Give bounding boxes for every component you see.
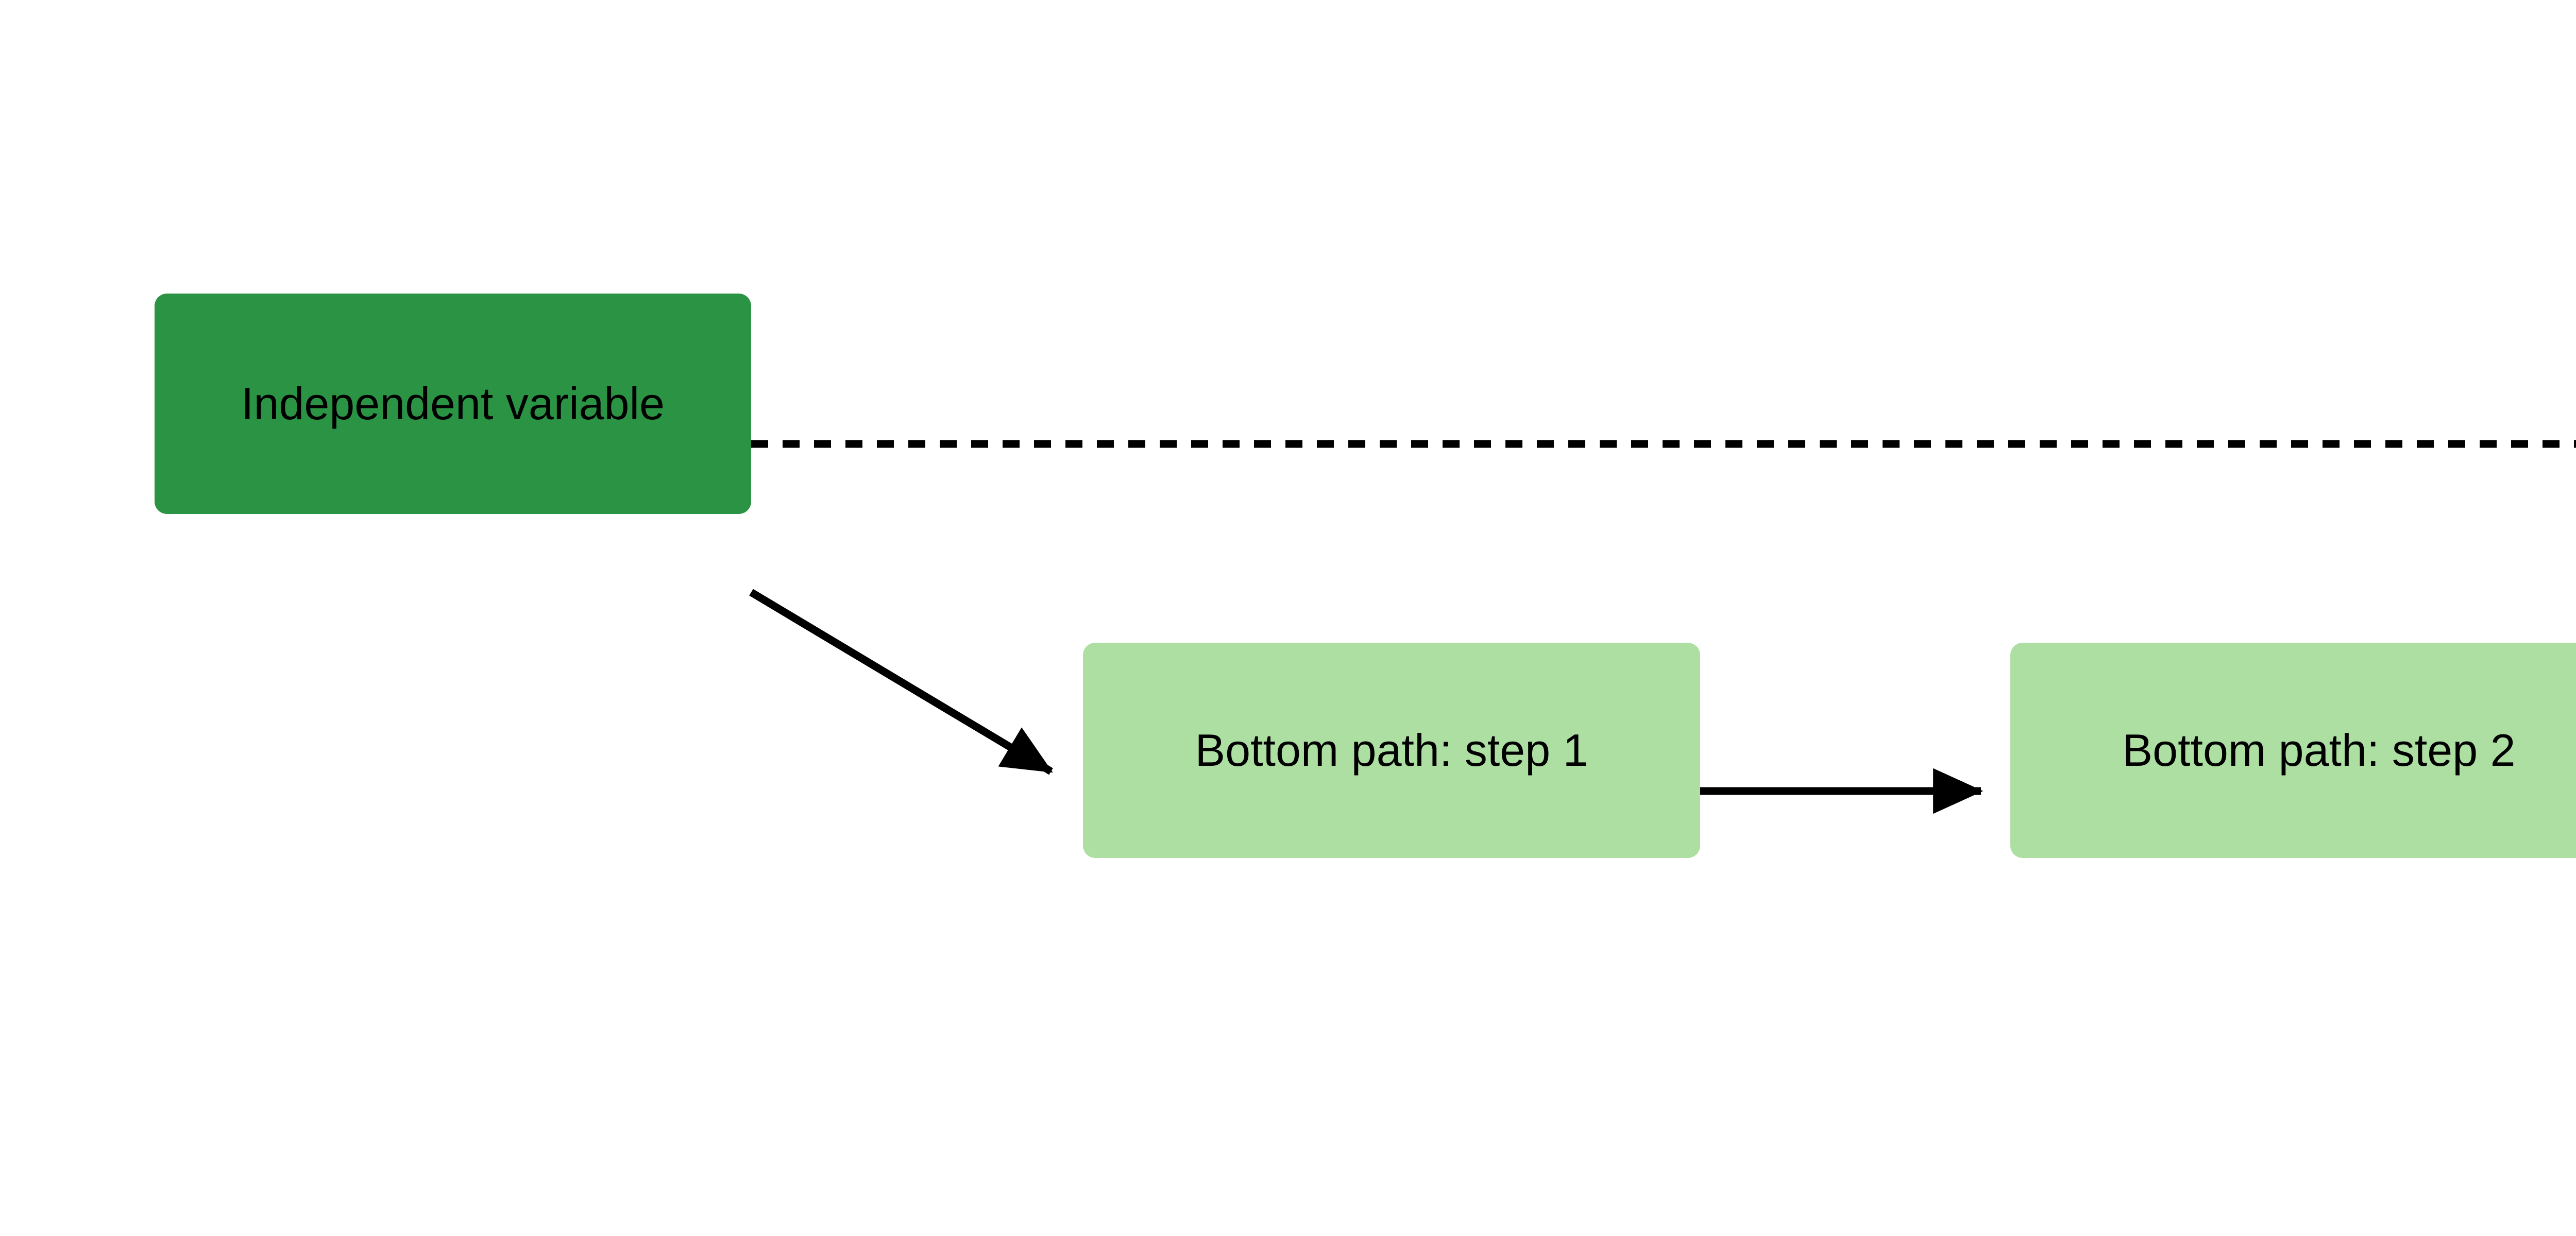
edge-independent-to-step1 — [749, 589, 1053, 775]
solid-arrow-line — [749, 589, 1053, 775]
node-bottom-path-step-2[interactable]: Bottom path: step 2 — [2010, 643, 2576, 858]
node-independent-variable[interactable]: Independent variable — [155, 294, 751, 514]
node-bottom-path-step-1[interactable]: Bottom path: step 1 — [1083, 643, 1700, 858]
node-label: Bottom path: step 2 — [2122, 724, 2516, 776]
node-label: Bottom path: step 1 — [1195, 724, 1588, 776]
node-label: Independent variable — [241, 377, 665, 429]
